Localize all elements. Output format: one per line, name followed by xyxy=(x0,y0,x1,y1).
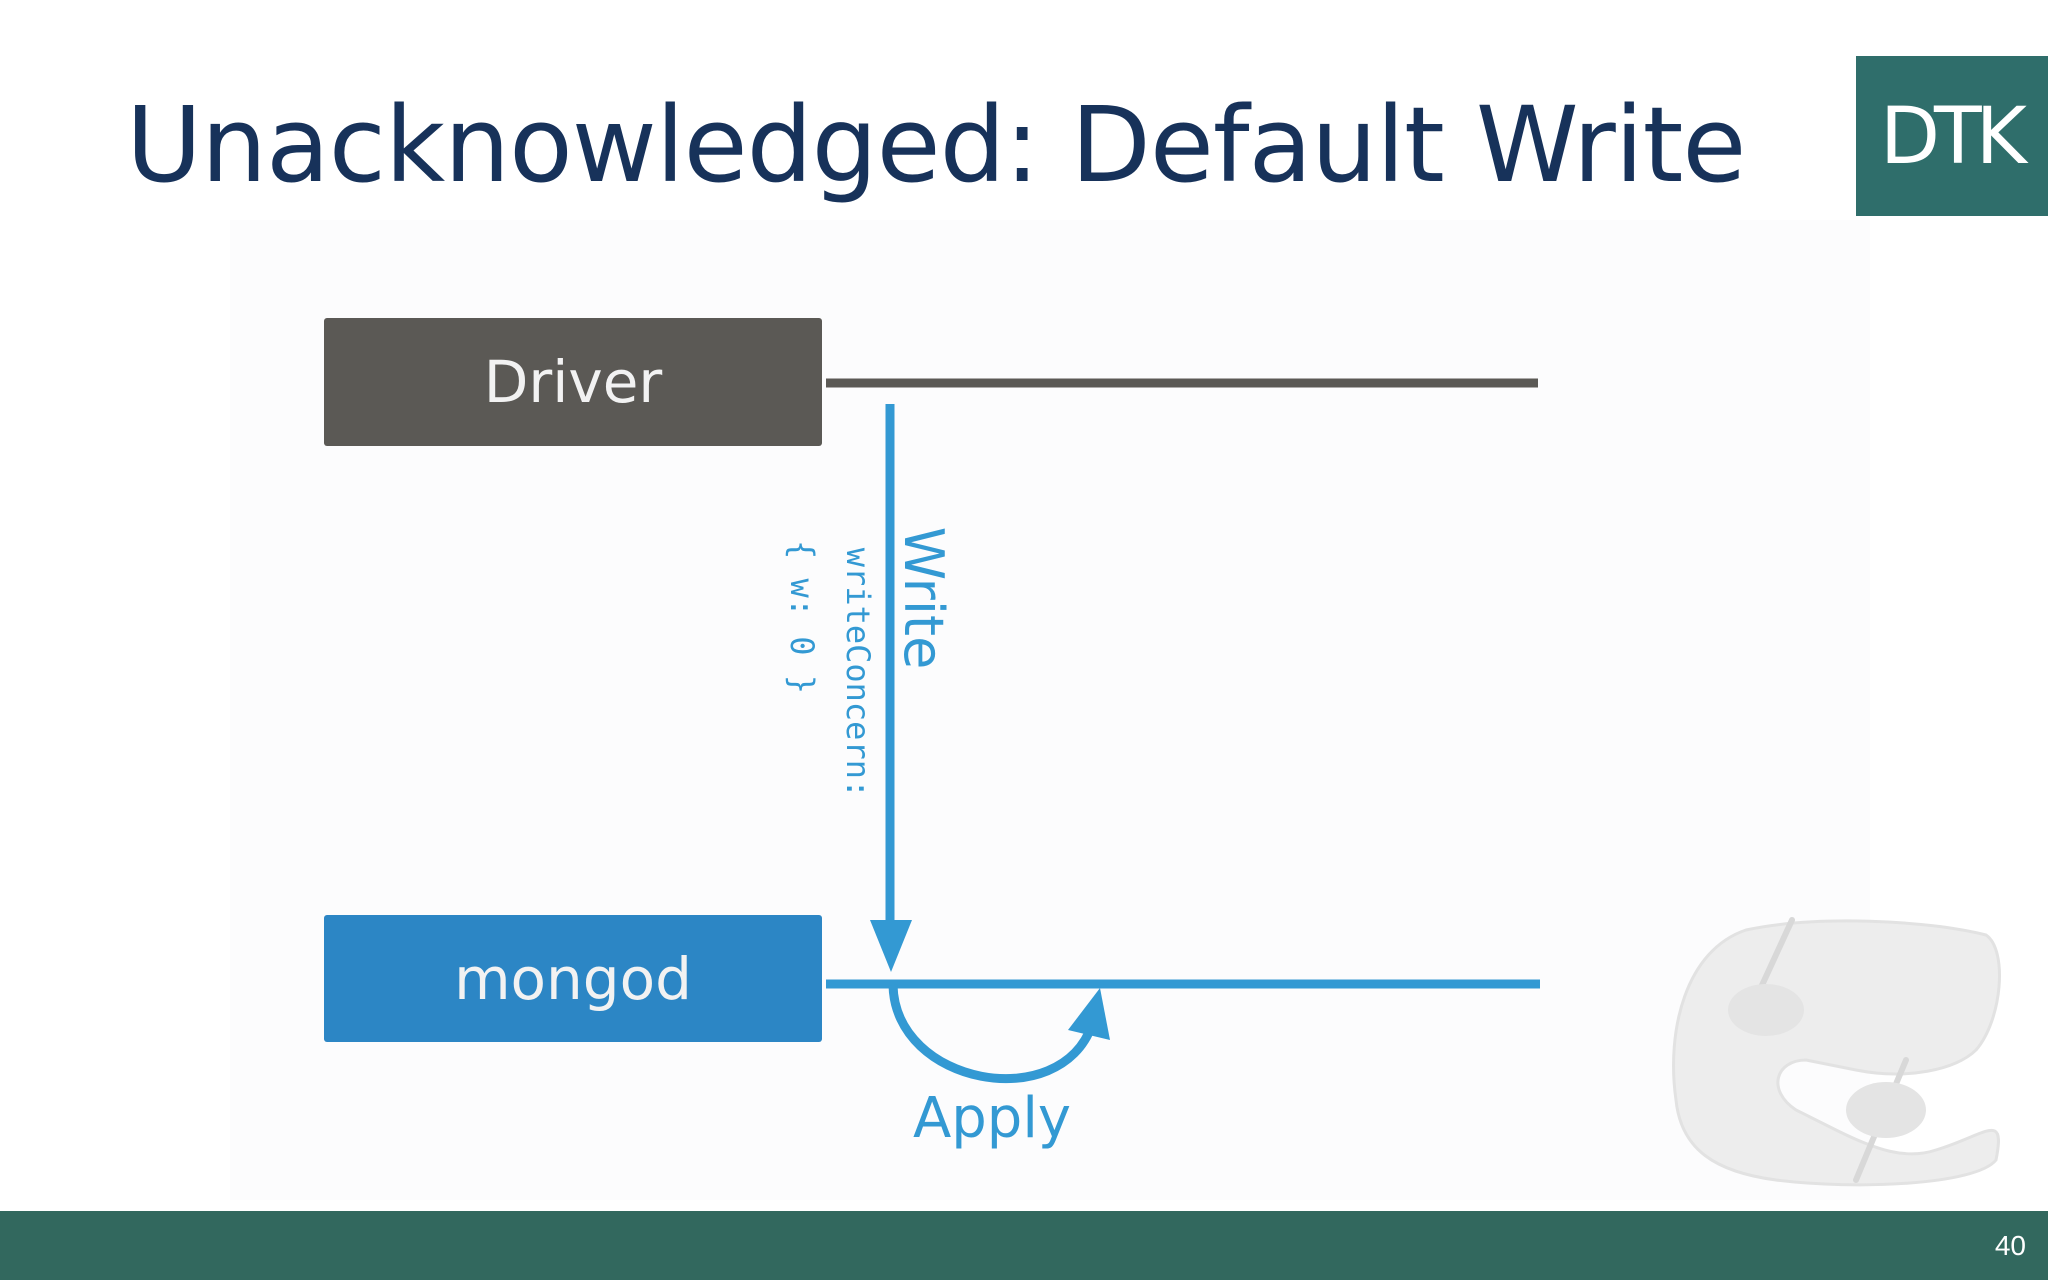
apply-label: Apply xyxy=(913,1086,1071,1151)
page-number: 40 xyxy=(1994,1230,2026,1261)
footer-bar: 40 xyxy=(0,1211,2048,1280)
write-concern-label: writeConcern: xyxy=(839,548,877,798)
write-label: Write xyxy=(892,527,955,670)
apply-arrow-head xyxy=(1068,988,1110,1040)
driver-label: Driver xyxy=(483,348,663,416)
apply-arc xyxy=(888,984,1097,1084)
dtk-logo: DTK xyxy=(1856,56,2048,216)
mongod-label: mongod xyxy=(454,944,692,1013)
logo-text: DTK xyxy=(1880,92,2027,182)
slide-title: Unacknowledged: Default Write xyxy=(126,84,1746,206)
hands-drawing-icon xyxy=(1672,917,2001,1187)
write-concern-value: { w: 0 } xyxy=(783,540,821,694)
mongod-box: mongod xyxy=(324,915,822,1042)
write-arrow-head xyxy=(870,920,912,972)
driver-box: Driver xyxy=(324,318,822,446)
